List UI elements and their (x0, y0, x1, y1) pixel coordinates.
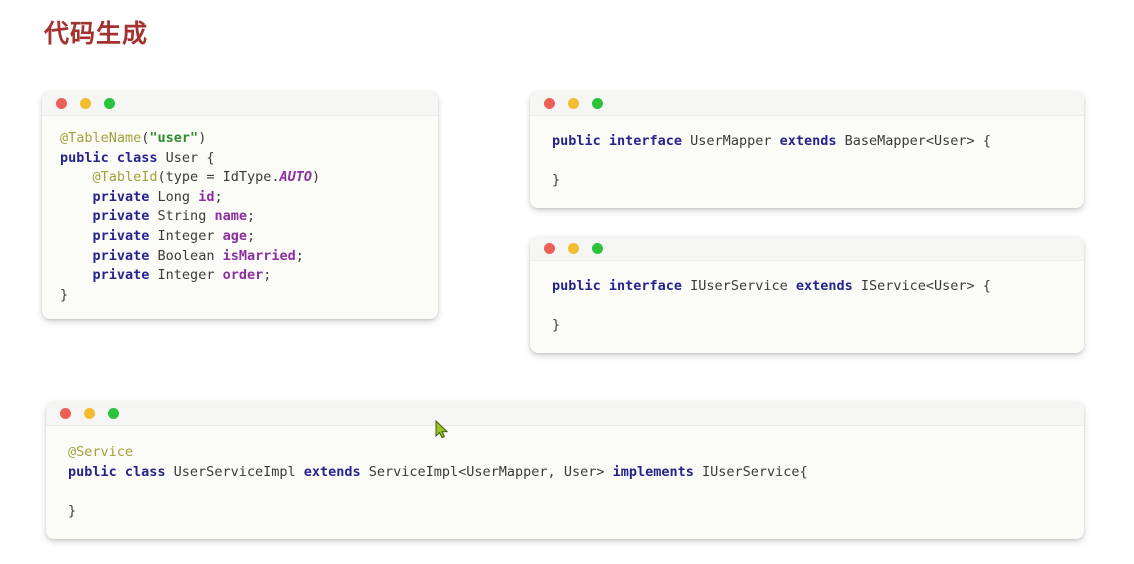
code-token-plain: ; (246, 208, 256, 225)
code-token-kw: private (92, 227, 150, 244)
code-token-field: id (198, 188, 215, 205)
window-titlebar (42, 91, 438, 116)
maximize-icon[interactable] (104, 97, 115, 109)
code-content-service[interactable]: public interface IUserService extends IS… (530, 261, 1084, 353)
window-titlebar (46, 401, 1084, 426)
code-line (68, 482, 1062, 502)
code-token-kw: extends (779, 133, 837, 149)
code-token-kw: extends (795, 278, 853, 294)
code-token-plain: } (552, 172, 561, 189)
code-token-plain: (type = IdType. (157, 169, 280, 186)
code-line (552, 297, 1062, 317)
code-token-str: "user" (149, 130, 199, 146)
code-token-plain: Integer (149, 267, 223, 284)
code-line: } (60, 286, 420, 306)
code-token-kw: public class (60, 149, 158, 166)
code-token-kw: public interface (552, 133, 683, 149)
code-token-kw: private (92, 188, 150, 205)
code-line: public class User { (60, 149, 420, 169)
code-token-plain: UserMapper (682, 133, 780, 149)
code-token-kw: implements (612, 463, 694, 480)
code-token-kw: public interface (552, 278, 683, 294)
code-token-plain (60, 189, 93, 205)
code-token-field: name (214, 208, 247, 225)
code-token-plain: ; (246, 227, 256, 244)
code-token-plain: Boolean (149, 247, 223, 264)
code-token-plain: Long (149, 188, 199, 205)
code-window-service: public interface IUserService extends IS… (530, 236, 1084, 353)
maximize-icon[interactable] (592, 242, 603, 254)
code-line: } (552, 171, 1062, 191)
code-token-plain (60, 228, 93, 244)
code-token-anno: @Service (68, 444, 134, 460)
code-token-plain: IUserService{ (693, 463, 808, 480)
code-line: } (68, 502, 1062, 522)
code-token-plain: String (149, 208, 215, 225)
code-token-plain: UserServiceImpl (165, 463, 304, 480)
code-content-entity[interactable]: @TableName("user")public class User { @T… (42, 116, 438, 319)
minimize-icon[interactable] (80, 97, 91, 109)
code-token-field: age (222, 227, 247, 244)
page-title: 代码生成 (44, 20, 149, 48)
code-token-kw: private (92, 247, 150, 264)
close-icon[interactable] (56, 97, 67, 109)
code-token-anno: @TableId (92, 169, 158, 186)
code-token-plain: ; (263, 267, 272, 284)
code-token-kw: private (92, 267, 150, 284)
code-line: public class UserServiceImpl extends Ser… (68, 463, 1062, 483)
code-window-entity: @TableName("user")public class User { @T… (42, 91, 438, 320)
code-line: public interface IUserService extends IS… (552, 277, 1062, 297)
code-line: private Boolean isMarried; (60, 247, 420, 267)
code-token-plain: IService<User> { (852, 278, 991, 294)
code-line: @TableName("user") (60, 129, 420, 149)
code-token-plain (60, 267, 93, 283)
window-titlebar (530, 91, 1084, 116)
code-line: @TableId(type = IdType.AUTO) (60, 168, 420, 188)
code-token-plain (60, 208, 93, 224)
minimize-icon[interactable] (568, 242, 579, 254)
close-icon[interactable] (60, 407, 71, 419)
code-token-plain (60, 169, 93, 185)
code-token-kw: public class (68, 463, 166, 480)
maximize-icon[interactable] (108, 407, 119, 419)
code-line: public interface UserMapper extends Base… (552, 132, 1062, 152)
code-token-field: isMarried (222, 247, 296, 264)
code-line (552, 152, 1062, 172)
code-line: } (552, 316, 1062, 336)
code-token-kw: private (92, 208, 150, 225)
code-content-mapper[interactable]: public interface UserMapper extends Base… (530, 116, 1084, 208)
minimize-icon[interactable] (568, 97, 579, 109)
code-token-anno: @TableName (60, 130, 142, 146)
code-token-plain: User { (157, 149, 215, 166)
code-token-plain: } (60, 286, 69, 303)
code-token-plain: ) (198, 130, 207, 146)
code-token-plain: Integer (149, 227, 223, 244)
code-token-plain: ; (214, 188, 223, 205)
code-token-plain: } (552, 317, 561, 334)
code-token-plain: ServiceImpl<UserMapper, User> (360, 463, 613, 480)
code-window-serviceimpl: @Service public class UserServiceImpl ext… (46, 401, 1084, 540)
code-line: private Integer age; (60, 227, 420, 247)
code-line: private Integer order; (60, 266, 420, 286)
code-line: private String name; (60, 207, 420, 227)
code-token-plain: ; (295, 247, 304, 264)
code-token-kw: extends (303, 463, 361, 480)
close-icon[interactable] (544, 242, 555, 254)
minimize-icon[interactable] (84, 407, 95, 419)
code-window-mapper: public interface UserMapper extends Base… (530, 91, 1084, 208)
code-token-field: order (222, 267, 264, 284)
code-token-plain: BaseMapper<User> { (836, 133, 991, 149)
code-token-plain: } (68, 502, 77, 519)
code-token-plain (60, 248, 93, 264)
code-line: private Long id; (60, 188, 420, 208)
code-content-serviceimpl[interactable]: @Service public class UserServiceImpl ext… (46, 426, 1084, 539)
maximize-icon[interactable] (592, 97, 603, 109)
window-titlebar (530, 236, 1084, 261)
close-icon[interactable] (544, 97, 555, 109)
code-token-plain: ( (141, 130, 150, 146)
code-line: @Service (68, 443, 1062, 463)
code-token-plain: ) (311, 169, 321, 186)
code-token-const: AUTO (279, 169, 312, 186)
code-token-plain: IUserService (682, 278, 796, 294)
